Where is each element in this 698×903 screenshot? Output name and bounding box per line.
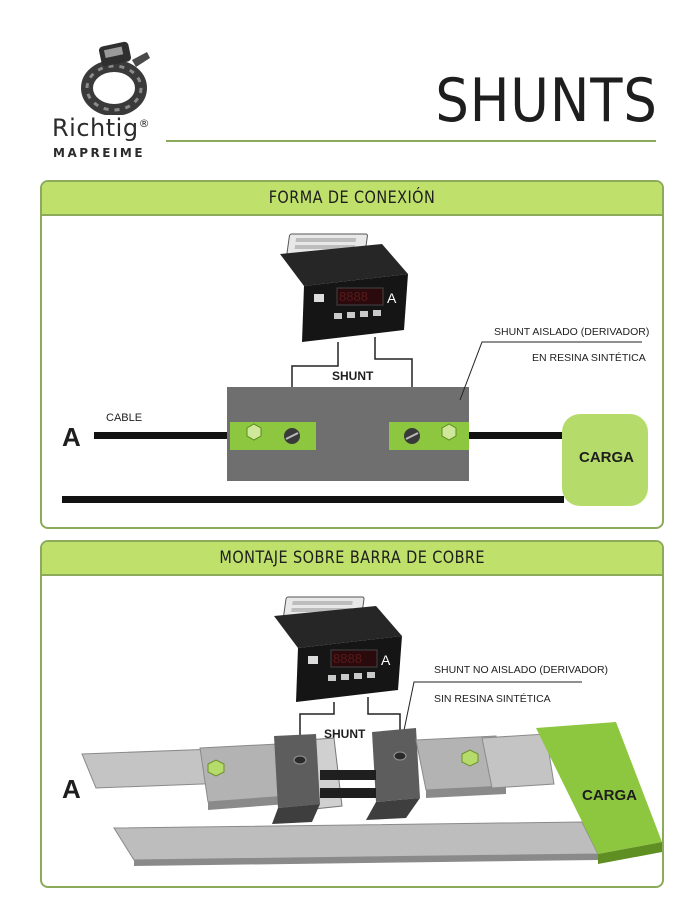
svg-text:8888: 8888: [339, 289, 368, 304]
connection-diagram: 8888 A SHUNT A CABLE: [62, 233, 649, 506]
shunt-terminal-left: [230, 422, 316, 450]
callout-line1: SHUNT AISLADO (DERIVADOR): [494, 326, 649, 338]
callout-leader: [401, 681, 582, 741]
callout-line1: SHUNT NO AISLADO (DERIVADOR): [434, 664, 608, 676]
meter-unit-label: A: [381, 652, 391, 668]
cable-label: CABLE: [106, 412, 142, 424]
meter-unit-label: A: [387, 290, 397, 306]
shunt-terminal-right: [389, 422, 469, 450]
return-copper-bar: [113, 821, 599, 861]
load-box: [562, 414, 648, 506]
panel-meter: 8888 A: [274, 596, 402, 702]
panel-meter: 8888 A: [280, 233, 408, 342]
brand-subname: MAPREIME: [53, 146, 146, 160]
page-title: SHUNTS: [435, 66, 658, 136]
supply-cable: [94, 432, 234, 439]
clamp-meter-icon: [81, 41, 150, 115]
bolt-right: [461, 749, 479, 767]
registered-mark: ®: [138, 117, 151, 130]
callout-line2: SIN RESINA SINTÉTICA: [434, 692, 551, 705]
load-label: CARGA: [582, 787, 637, 804]
connection-panel-heading: FORMA DE CONEXIÓN: [42, 182, 662, 216]
connection-panel: FORMA DE CONEXIÓN 8888 A SHUNT A CABLE: [40, 180, 664, 529]
bolt-left: [207, 759, 225, 777]
shunt-label: SHUNT: [332, 369, 374, 383]
load-copper-bar: [481, 733, 555, 789]
input-terminal-label: A: [62, 774, 81, 804]
title-underline: [166, 140, 656, 142]
load-label: CARGA: [579, 449, 634, 466]
callout-leader: [459, 341, 642, 401]
load-box: [536, 722, 662, 854]
svg-text:8888: 8888: [333, 651, 362, 666]
shunt-label: SHUNT: [324, 727, 366, 741]
copper-bar-panel-heading: MONTAJE SOBRE BARRA DE COBRE: [42, 542, 662, 576]
copper-bar-diagram: 8888 A SHUNT SHUNT NO AISLADO (DERIVADOR…: [62, 596, 662, 866]
input-terminal-label: A: [62, 422, 81, 452]
brand-logo: Richtig® MAPREIME: [52, 40, 172, 165]
shunt-body: [272, 728, 420, 824]
brand-name: Richtig: [52, 114, 139, 142]
return-cable: [62, 496, 564, 503]
load-cable: [467, 432, 567, 439]
callout-line2: EN RESINA SINTÉTICA: [532, 351, 646, 364]
copper-bar-panel: MONTAJE SOBRE BARRA DE COBRE 8888 A SHUN…: [40, 540, 664, 888]
